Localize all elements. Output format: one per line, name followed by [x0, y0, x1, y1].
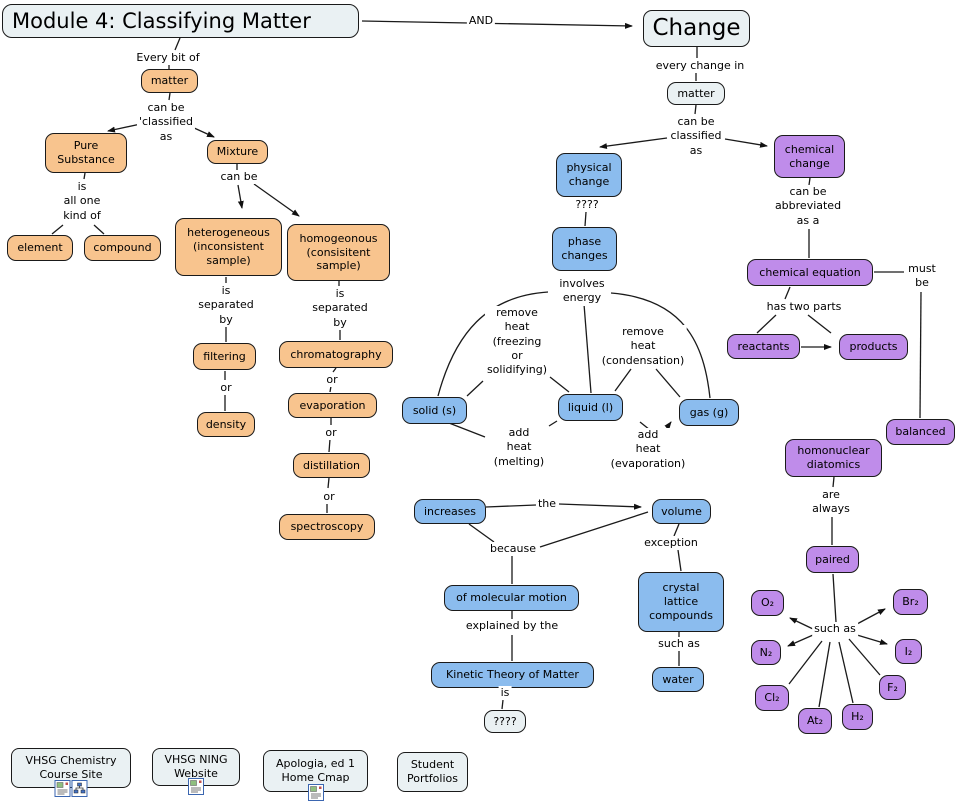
resource-document-icon[interactable] [188, 778, 204, 795]
physical-change-node[interactable]: physical change [556, 153, 622, 197]
paired-node[interactable]: paired [806, 546, 859, 573]
o2-node[interactable]: O₂ [751, 590, 784, 616]
crystal-lattice-node[interactable]: crystal lattice compounds [638, 572, 724, 632]
resource-cmap-icon[interactable] [71, 780, 88, 797]
label-explained-by-the: explained by the [463, 619, 561, 634]
label-such-as-diatomics: such as [812, 622, 858, 637]
products-node[interactable]: products [839, 334, 908, 360]
h2-node[interactable]: H₂ [842, 704, 873, 730]
liquid-node[interactable]: liquid (l) [558, 394, 623, 421]
label-add-heat-evaporation: add heat (evaporation) [608, 428, 688, 471]
label-add-heat-melting: add heat (melting) [491, 426, 547, 469]
label-remove-heat-freezing: remove heat (freezing or solidifying) [484, 306, 550, 378]
increases-node[interactable]: increases [414, 499, 486, 524]
unknown-node[interactable]: ???? [484, 710, 526, 733]
title-node[interactable]: Module 4: Classifying Matter [2, 4, 359, 38]
label-has-two-parts: has two parts [764, 300, 844, 315]
br2-node[interactable]: Br₂ [893, 589, 928, 615]
heterogeneous-node[interactable]: heterogeneous (inconsistent sample) [175, 218, 282, 276]
matter-node[interactable]: matter [141, 69, 198, 93]
label-is-separated-by-2: is separated by [310, 287, 370, 330]
f2-node[interactable]: F₂ [879, 675, 906, 700]
label-is: is [498, 686, 512, 701]
filtering-node[interactable]: filtering [193, 343, 256, 370]
link-label: Student Portfolios [407, 757, 458, 785]
label-such-as-water: such as [656, 637, 702, 652]
label-or-1: or [218, 381, 234, 396]
phase-changes-node[interactable]: phase changes [552, 227, 617, 271]
change-node[interactable]: Change [643, 10, 750, 47]
link-vhsg-chemistry-course-site[interactable]: VHSG Chemistry Course Site [11, 748, 131, 797]
link-label: Apologia, ed 1 Home Cmap [275, 756, 356, 784]
link-label: VHSG NING Website [164, 752, 228, 780]
water-node[interactable]: water [652, 667, 704, 692]
homonuclear-diatomics-node[interactable]: homonuclear diatomics [785, 439, 882, 477]
balanced-node[interactable]: balanced [886, 419, 955, 445]
link-vhsg-ning-website[interactable]: VHSG NING Website [152, 748, 240, 795]
label-or-2: or [324, 373, 340, 388]
volume-node[interactable]: volume [652, 499, 711, 524]
label-every-change-in: every change in [653, 59, 747, 74]
label-and: AND [466, 14, 496, 29]
molecular-motion-node[interactable]: of molecular motion [444, 585, 579, 611]
gas-node[interactable]: gas (g) [679, 399, 739, 426]
solid-node[interactable]: solid (s) [402, 397, 467, 424]
kinetic-theory-node[interactable]: Kinetic Theory of Matter [431, 662, 594, 688]
resource-document-icon[interactable] [54, 780, 71, 797]
label-can-be-classified-as: can be 'classified as [136, 101, 196, 144]
label-the: the [535, 497, 559, 512]
matter-change-node[interactable]: matter [667, 82, 725, 105]
label-exception: exception [642, 536, 700, 551]
mixture-node[interactable]: Mixture [207, 140, 268, 164]
label-or-4: or [321, 490, 337, 505]
at2-node[interactable]: At₂ [798, 708, 832, 734]
label-is-all-one-kind-of: is all one kind of [61, 180, 103, 223]
label-is-separated-by-1: is separated by [196, 284, 256, 327]
n2-node[interactable]: N₂ [751, 640, 781, 665]
label-must-be: must be [906, 262, 938, 291]
compound-node[interactable]: compound [84, 235, 161, 261]
label-remove-heat-condensation: remove heat (condensation) [599, 325, 687, 368]
homogeneous-node[interactable]: homogeonous (consisitent sample) [287, 224, 390, 281]
cl2-node[interactable]: Cl₂ [755, 685, 789, 711]
label-question-marks: ???? [573, 198, 601, 213]
spectroscopy-node[interactable]: spectroscopy [279, 514, 375, 540]
pure-substance-node[interactable]: Pure Substance [45, 133, 127, 173]
link-label: VHSG Chemistry Course Site [25, 753, 117, 781]
distillation-node[interactable]: distillation [293, 453, 370, 478]
density-node[interactable]: density [197, 412, 255, 437]
i2-node[interactable]: I₂ [895, 639, 922, 664]
resource-document-icon[interactable] [307, 784, 324, 801]
label-involves-energy: involves energy [557, 277, 607, 306]
link-apologia-home-cmap[interactable]: Apologia, ed 1 Home Cmap [263, 750, 368, 801]
link-student-portfolios[interactable]: Student Portfolios [397, 752, 468, 792]
label-every-bit-of: Every bit of [134, 51, 202, 66]
label-can-be: can be [218, 170, 260, 185]
label-because: because [487, 542, 539, 557]
element-node[interactable]: element [7, 235, 73, 261]
label-are-always: are always [810, 488, 852, 517]
chromatography-node[interactable]: chromatography [279, 341, 393, 368]
edges-plain [51, 37, 922, 710]
label-or-3: or [323, 426, 339, 441]
chemical-change-node[interactable]: chemical change [774, 135, 845, 178]
evaporation-node[interactable]: evaporation [288, 393, 377, 418]
reactants-node[interactable]: reactants [727, 334, 800, 359]
chemical-equation-node[interactable]: chemical equation [747, 259, 873, 286]
label-can-be-classified-as-2: can be classified as [668, 115, 724, 158]
label-can-be-abbreviated: can be abbreviated as a [772, 185, 844, 228]
